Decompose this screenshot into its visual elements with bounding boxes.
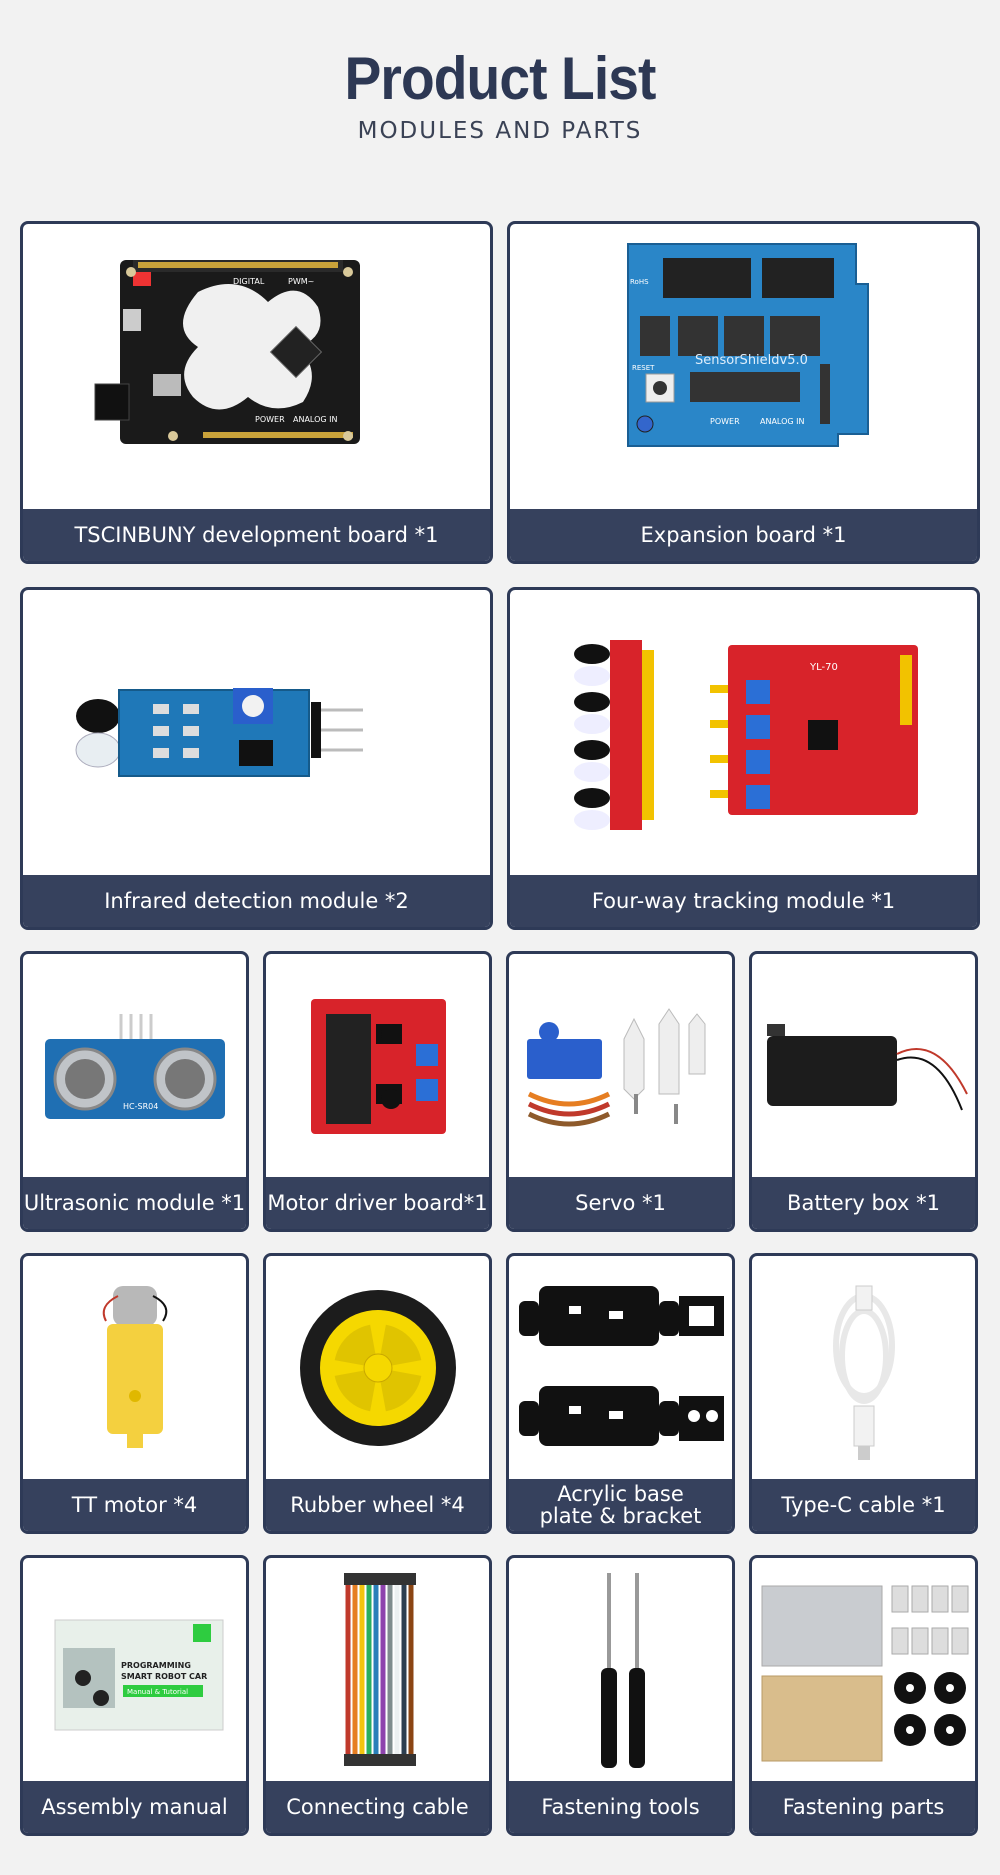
product-card-tt-motor: TT motor *4 — [20, 1253, 249, 1534]
manual-image: PROGRAMMING SMART ROBOT CAR Manual & Tut… — [23, 1558, 246, 1781]
product-card-dev-board: DIGITAL PWM~ POWER ANALOG IN TSCINBUNY d… — [20, 221, 493, 564]
screwdriver-image — [509, 1558, 732, 1781]
product-card-motor-driver: Motor driver board*1 — [263, 951, 492, 1232]
product-card-fasteners: Fastening parts — [749, 1555, 978, 1836]
shield-rohs-text: RoHS — [630, 278, 649, 286]
item-label: Type-C cable *1 — [752, 1479, 975, 1531]
servo-image — [509, 954, 732, 1177]
shield-analog-text: ANALOG IN — [760, 417, 805, 426]
shield-reset-text: RESET — [632, 364, 655, 372]
item-label: Ultrasonic module *1 — [23, 1177, 246, 1229]
tracker-name-text: YL-70 — [809, 662, 838, 673]
dev-board-image: DIGITAL PWM~ POWER ANALOG IN — [23, 224, 490, 509]
tracking-module-image: YL-70 — [510, 590, 977, 875]
ultrasonic-name-text: HC-SR04 — [123, 1102, 158, 1111]
board-analog-text: ANALOG IN — [293, 415, 338, 424]
item-label: Rubber wheel *4 — [266, 1479, 489, 1531]
product-card-expansion-board: SensorShieldv5.0 RoHS RESET POWER ANALOG… — [507, 221, 980, 564]
jumper-wires-image — [266, 1558, 489, 1781]
item-label: Acrylic base plate & bracket — [509, 1479, 732, 1531]
ultrasonic-module-image: HC-SR04 — [23, 954, 246, 1177]
page-subtitle: MODULES AND PARTS — [357, 118, 643, 144]
board-pwm-text: PWM~ — [288, 277, 314, 286]
item-label: TT motor *4 — [23, 1479, 246, 1531]
motor-driver-image — [266, 954, 489, 1177]
shield-name-text: SensorShieldv5.0 — [695, 353, 808, 368]
shield-power-text: POWER — [710, 417, 740, 426]
product-card-usb-cable: Type-C cable *1 — [749, 1253, 978, 1534]
screws-image — [752, 1558, 975, 1781]
rubber-wheel-image — [266, 1256, 489, 1479]
board-power-text: POWER — [255, 415, 285, 424]
item-label: Fastening tools — [509, 1781, 732, 1833]
item-label: Expansion board *1 — [510, 509, 977, 561]
battery-box-image — [752, 954, 975, 1177]
product-card-infrared: Infrared detection module *2 — [20, 587, 493, 930]
page-header: Product List MODULES AND PARTS — [0, 0, 1000, 200]
manual-line3-text: Manual & Tutorial — [127, 1688, 188, 1696]
acrylic-plate-image — [509, 1256, 732, 1479]
item-label: Infrared detection module *2 — [23, 875, 490, 927]
item-label: TSCINBUNY development board *1 — [23, 509, 490, 561]
manual-line2-text: SMART ROBOT CAR — [121, 1672, 207, 1681]
page-title: Product List — [344, 45, 657, 112]
infrared-module-image — [23, 590, 490, 875]
item-label: Connecting cable — [266, 1781, 489, 1833]
product-card-jumper-wires: Connecting cable — [263, 1555, 492, 1836]
product-card-servo: Servo *1 — [506, 951, 735, 1232]
usb-cable-image — [752, 1256, 975, 1479]
product-card-screwdrivers: Fastening tools — [506, 1555, 735, 1836]
item-label: Four-way tracking module *1 — [510, 875, 977, 927]
item-label: Motor driver board*1 — [266, 1177, 489, 1229]
product-card-acrylic: Acrylic base plate & bracket — [506, 1253, 735, 1534]
product-card-ultrasonic: HC-SR04 Ultrasonic module *1 — [20, 951, 249, 1232]
board-digital-text: DIGITAL — [233, 277, 265, 286]
manual-line1-text: PROGRAMMING — [121, 1661, 191, 1670]
item-label: Assembly manual — [23, 1781, 246, 1833]
product-card-manual: PROGRAMMING SMART ROBOT CAR Manual & Tut… — [20, 1555, 249, 1836]
tt-motor-image — [23, 1256, 246, 1479]
item-label: Fastening parts — [752, 1781, 975, 1833]
product-card-battery-box: Battery box *1 — [749, 951, 978, 1232]
product-card-tracking: YL-70 Four-way tracking module *1 — [507, 587, 980, 930]
item-label: Servo *1 — [509, 1177, 732, 1229]
expansion-board-image: SensorShieldv5.0 RoHS RESET POWER ANALOG… — [510, 224, 977, 509]
item-label: Battery box *1 — [752, 1177, 975, 1229]
product-card-wheel: Rubber wheel *4 — [263, 1253, 492, 1534]
